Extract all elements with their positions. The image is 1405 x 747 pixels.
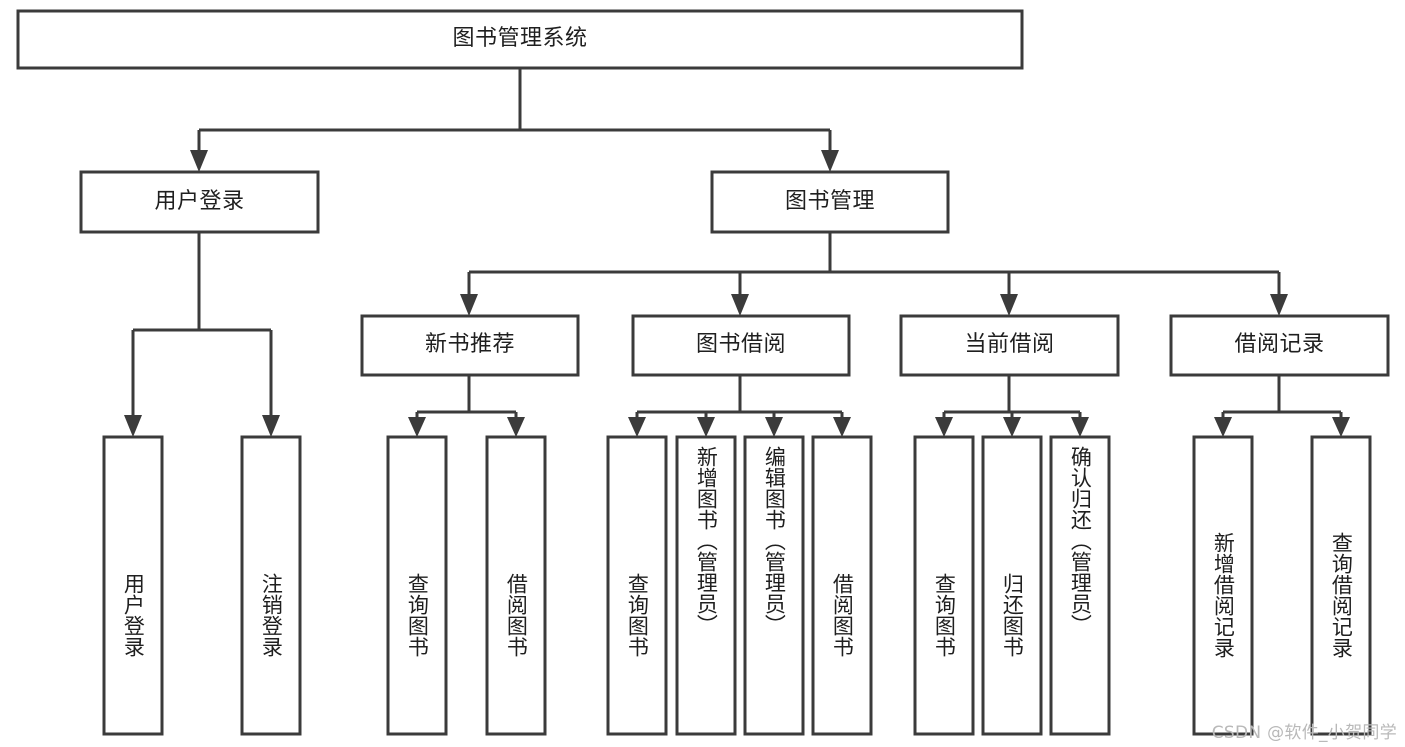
arrow-head-leaf-user-login (124, 415, 142, 437)
node-box-root[interactable] (16, 9, 1024, 70)
connector-book-manage-to-level2 (460, 232, 1288, 316)
node-box-leaf-add-record[interactable] (1192, 435, 1254, 736)
connector-borrow-record-to-leaves (1214, 375, 1350, 437)
arrow-head-book-borrow (731, 294, 749, 316)
arrow-head-leaf-return-book (1003, 417, 1021, 437)
node-box-current-borrow[interactable] (899, 314, 1120, 377)
watermark-text: CSDN @软件_小贺同学 (1211, 723, 1397, 743)
arrow-head-leaf-borrow-book-2 (833, 417, 851, 437)
arrow-head-user-login (190, 150, 208, 172)
arrow-head-leaf-query-book-3 (935, 417, 953, 437)
arrow-head-leaf-edit-book (765, 417, 783, 437)
node-box-new-book-recommend[interactable] (360, 314, 580, 377)
arrow-head-book-manage (821, 150, 839, 172)
connector-book-borrow-to-leaves (628, 375, 851, 437)
arrow-head-leaf-query-record (1332, 417, 1350, 437)
connector-new-book-recommend-to-leaves (408, 375, 525, 437)
node-box-user-login[interactable] (79, 170, 320, 234)
arrow-head-leaf-query-book-2 (628, 417, 646, 437)
node-box-leaf-user-logout[interactable] (240, 435, 302, 736)
node-box-leaf-query-book-2[interactable] (606, 435, 668, 736)
connector-current-borrow-to-leaves (935, 375, 1089, 437)
node-box-leaf-add-book[interactable] (675, 435, 737, 736)
arrow-head-borrow-record (1270, 294, 1288, 316)
arrow-head-leaf-confirm-return (1071, 417, 1089, 437)
node-box-leaf-edit-book[interactable] (743, 435, 805, 736)
arrow-head-leaf-add-record (1214, 417, 1232, 437)
arrow-head-leaf-user-logout (262, 415, 280, 437)
node-box-book-manage[interactable] (710, 170, 950, 234)
node-box-borrow-record[interactable] (1169, 314, 1390, 377)
arrow-head-new-book-recommend (460, 294, 478, 316)
node-box-book-borrow[interactable] (631, 314, 851, 377)
node-box-leaf-borrow-book-2[interactable] (811, 435, 873, 736)
arrow-head-leaf-add-book (697, 417, 715, 437)
connector-user-login-to-leaves (124, 232, 280, 437)
arrow-head-current-borrow (1000, 294, 1018, 316)
node-box-leaf-return-book[interactable] (981, 435, 1043, 736)
node-box-leaf-confirm-return[interactable] (1049, 435, 1111, 736)
node-box-leaf-borrow-book-1[interactable] (485, 435, 547, 736)
arrow-head-leaf-query-book-1 (408, 417, 426, 437)
node-box-leaf-user-login[interactable] (102, 435, 164, 736)
node-box-leaf-query-book-3[interactable] (913, 435, 975, 736)
node-box-leaf-query-book-1[interactable] (386, 435, 448, 736)
arrow-head-leaf-borrow-book-1 (507, 417, 525, 437)
node-box-leaf-query-record[interactable] (1310, 435, 1372, 736)
connector-root-to-level1 (190, 68, 839, 172)
